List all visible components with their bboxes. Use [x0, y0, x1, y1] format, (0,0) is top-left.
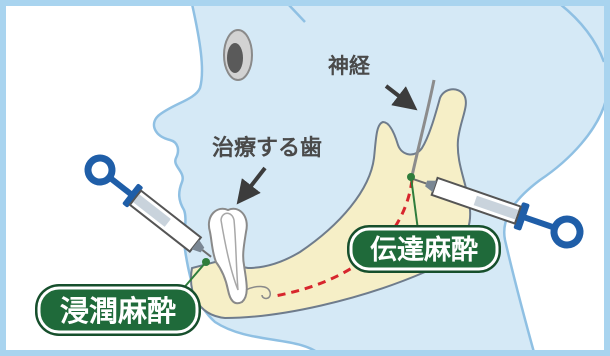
infiltration-anesthesia-label: 浸潤麻酔 — [60, 294, 176, 328]
infiltration-anesthesia-badge: 浸潤麻酔 — [35, 284, 201, 336]
right-syringe-ring — [550, 215, 583, 248]
conduction-anesthesia-badge: 伝達麻酔 — [347, 225, 501, 273]
conduction-anesthesia-label: 伝達麻酔 — [370, 235, 478, 266]
infiltration-injection-point — [202, 258, 210, 266]
target-tooth-label: 治療する歯 — [212, 135, 322, 161]
eye-icon — [224, 30, 252, 80]
nerve-label: 神経 — [328, 54, 371, 78]
conduction-injection-point — [407, 173, 415, 181]
eye-pupil — [227, 43, 243, 73]
